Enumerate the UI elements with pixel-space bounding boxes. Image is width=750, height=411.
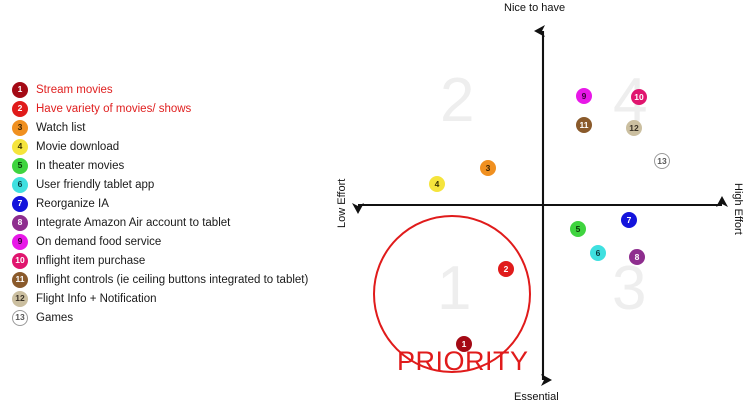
legend-marker-1: 1 <box>12 81 28 98</box>
data-point-label: 1 <box>461 338 467 349</box>
data-point-label: 10 <box>634 91 644 102</box>
legend-marker-11: 11 <box>12 271 28 288</box>
legend-item-label: Flight Info + Notification <box>36 292 157 305</box>
data-point-label: 5 <box>575 223 581 234</box>
legend-item[interactable]: 2 Have variety of movies/ shows <box>12 99 332 118</box>
legend-item[interactable]: 3 Watch list <box>12 118 332 137</box>
legend-marker-2: 2 <box>12 100 28 117</box>
data-point-label: 13 <box>657 155 667 166</box>
legend-item-label: Reorganize IA <box>36 197 109 210</box>
axis-label-left: Low Effort <box>336 178 348 228</box>
data-point-13[interactable]: 13 <box>654 153 670 169</box>
legend-item-label: User friendly tablet app <box>36 178 155 191</box>
data-point-11[interactable]: 11 <box>576 117 592 133</box>
legend-marker-4: 4 <box>12 138 28 155</box>
legend-item[interactable]: 11 Inflight controls (ie ceiling buttons … <box>12 270 332 289</box>
legend-marker-8: 8 <box>12 214 28 231</box>
data-point-label: 2 <box>503 263 509 274</box>
data-point-label: 4 <box>434 178 440 189</box>
legend-item[interactable]: 6 User friendly tablet app <box>12 175 332 194</box>
axis-label-bottom: Essential <box>514 391 559 403</box>
quadrant-label-2: 2 <box>440 66 475 135</box>
legend-item[interactable]: 9 On demand food service <box>12 232 332 251</box>
legend-item[interactable]: 8 Integrate Amazon Air account to tablet <box>12 213 332 232</box>
data-point-2[interactable]: 2 <box>498 261 514 277</box>
data-point-3[interactable]: 3 <box>480 160 496 176</box>
legend-marker-6: 6 <box>12 176 28 193</box>
legend: 1 Stream movies 2 Have variety of movies/ s… <box>12 80 332 327</box>
data-point-label: 9 <box>581 90 587 101</box>
legend-item-label: Stream movies <box>36 83 113 96</box>
legend-marker-7: 7 <box>12 195 28 212</box>
data-point-5[interactable]: 5 <box>570 221 586 237</box>
data-point-9[interactable]: 9 <box>576 88 592 104</box>
axis-label-right: High Effort <box>732 183 744 235</box>
legend-item-label: Have variety of movies/ shows <box>36 102 192 115</box>
quadrant-label-4: 4 <box>613 66 648 135</box>
legend-marker-13: 13 <box>12 309 28 326</box>
legend-item-label: On demand food service <box>36 235 162 248</box>
legend-item-label: Movie download <box>36 140 120 153</box>
data-point-label: 7 <box>626 214 632 225</box>
data-point-label: 6 <box>595 247 601 258</box>
legend-marker-10: 10 <box>12 252 28 269</box>
legend-item-label: In theater movies <box>36 159 125 172</box>
data-point-7[interactable]: 7 <box>621 212 637 228</box>
data-point-label: 11 <box>579 119 589 130</box>
data-point-6[interactable]: 6 <box>590 245 606 261</box>
legend-item[interactable]: 10 Inflight item purchase <box>12 251 332 270</box>
legend-marker-3: 3 <box>12 119 28 136</box>
data-point-4[interactable]: 4 <box>429 176 445 192</box>
legend-item-label: Watch list <box>36 121 86 134</box>
data-point-10[interactable]: 10 <box>631 89 647 105</box>
axis-label-top: Nice to have <box>504 2 566 14</box>
data-point-12[interactable]: 12 <box>626 120 642 136</box>
legend-marker-9: 9 <box>12 233 28 250</box>
legend-item[interactable]: 7 Reorganize IA <box>12 194 332 213</box>
priority-label: PRIORITY <box>397 346 529 376</box>
legend-marker-12: 12 <box>12 290 28 307</box>
legend-item[interactable]: 12 Flight Info + Notification <box>12 289 332 308</box>
quadrant-label-1: 1 <box>437 254 472 323</box>
legend-item-label: Inflight item purchase <box>36 254 146 267</box>
data-point-label: 12 <box>629 122 639 133</box>
legend-item-label: Inflight controls (ie ceiling buttons in… <box>36 273 309 286</box>
data-point-label: 8 <box>634 251 640 262</box>
legend-item-label: Integrate Amazon Air account to tablet <box>36 216 231 229</box>
data-point-label: 3 <box>485 162 491 173</box>
data-point-1[interactable]: 1 <box>456 336 472 352</box>
legend-item[interactable]: 13 Games <box>12 308 332 327</box>
data-point-8[interactable]: 8 <box>629 249 645 265</box>
legend-item[interactable]: 4 Movie download <box>12 137 332 156</box>
quadrant-label-3: 3 <box>612 254 647 323</box>
legend-item[interactable]: 5 In theater movies <box>12 156 332 175</box>
legend-item-label: Games <box>36 311 74 324</box>
legend-marker-5: 5 <box>12 157 28 174</box>
legend-item[interactable]: 1 Stream movies <box>12 80 332 99</box>
priority-highlight-circle <box>373 215 531 373</box>
